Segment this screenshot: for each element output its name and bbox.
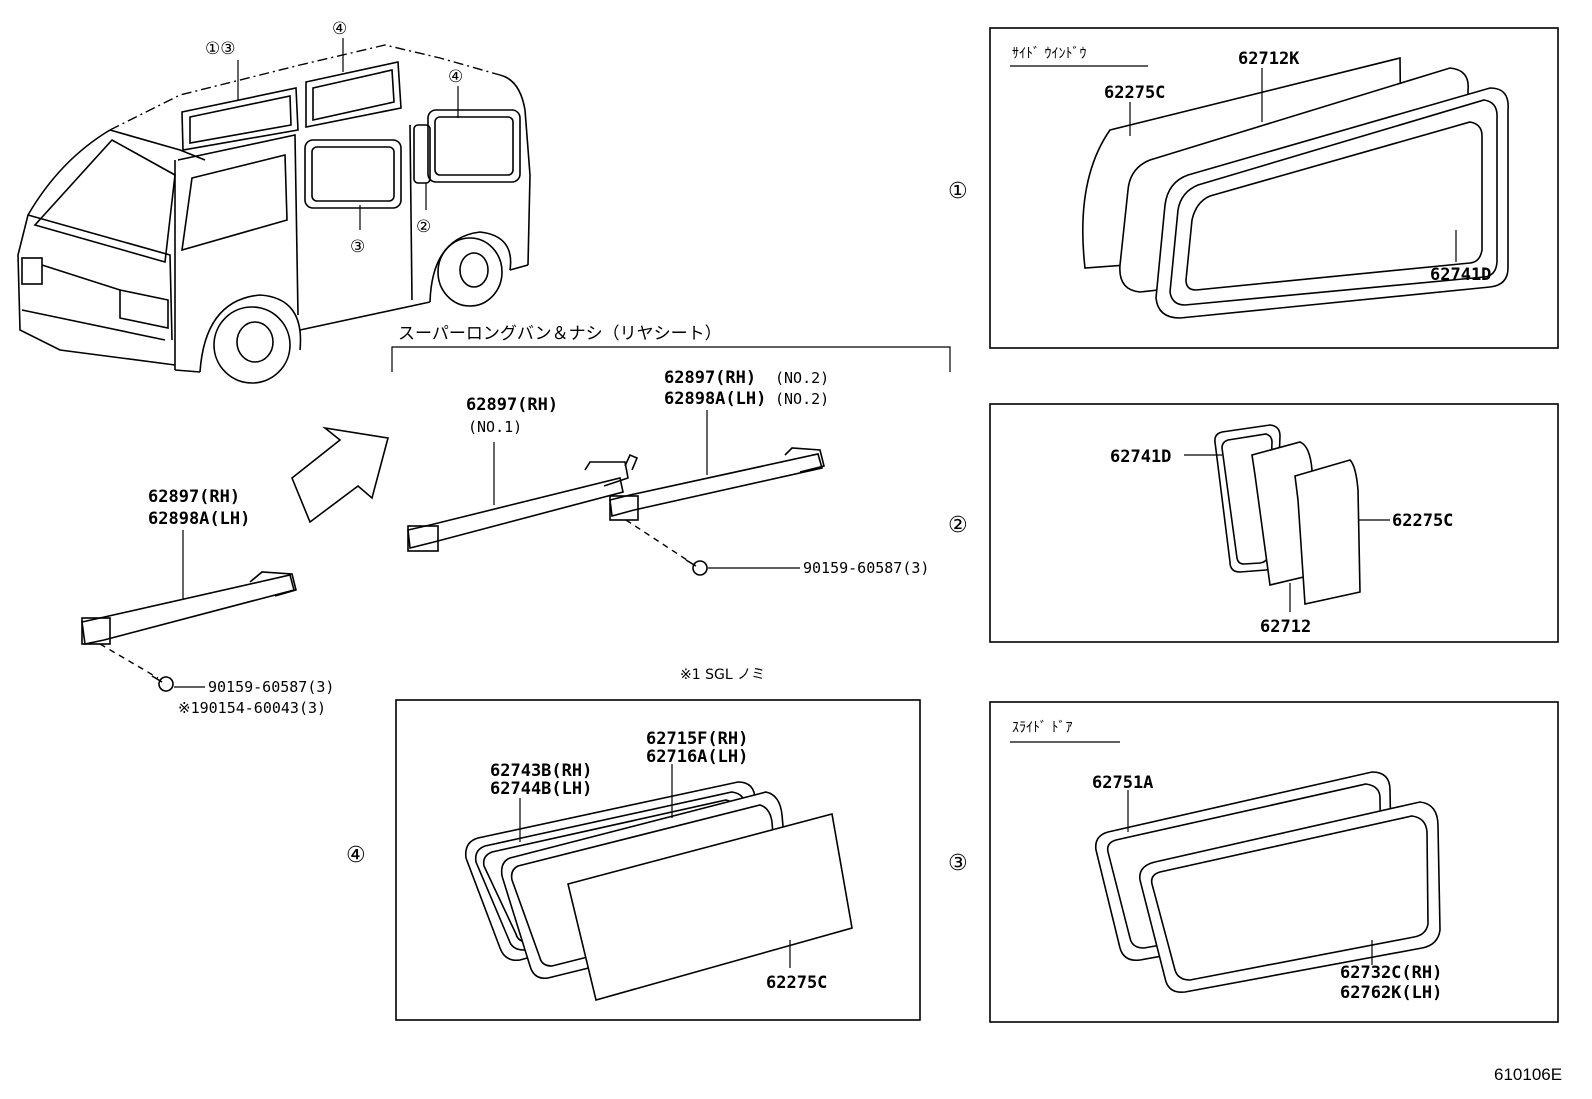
panel-3-slide-door: ｽﾗｲﾄﾞ ﾄﾞｱ ③ 62751A 62732C(RH) 62762K(LH)	[948, 701, 1559, 1023]
panel-1-part-1: 62275C	[1104, 83, 1165, 103]
panel-4-part-3: 62275C	[766, 973, 827, 993]
van-illustration: ①③ ④ ④ ③ ②	[17, 19, 531, 384]
left-bracket-part-lh: 62898A(LH)	[148, 509, 250, 529]
panel-4-part-1-rh: 62743B(RH)	[490, 761, 592, 781]
panel-2-part-2: 62275C	[1392, 511, 1453, 531]
panel-2-frame	[989, 403, 1559, 643]
left-bracket-bolt-alt: ※190154-60043(3)	[178, 699, 326, 717]
no2-note-rh: (NO.2)	[775, 369, 829, 387]
rear-seat-bolt: 90159-60587(3)	[803, 559, 929, 577]
panel-1-part-2: 62712K	[1238, 49, 1300, 69]
panel-2-part-3: 62712	[1260, 617, 1311, 637]
panel-3-frame	[989, 701, 1559, 1023]
van-callout-3: ③	[350, 237, 365, 257]
panel-1-marker: ①	[948, 179, 968, 204]
panel-4-marker: ④	[346, 843, 366, 868]
no2-part-lh: 62898A(LH)	[664, 389, 766, 409]
panel-1-frame	[989, 27, 1559, 349]
no1-note: (NO.1)	[468, 418, 522, 436]
panel-4-part-2-rh: 62715F(RH)	[646, 729, 748, 749]
van-callout-1-3: ①③	[205, 39, 235, 59]
panel-4-frame	[395, 699, 921, 1021]
panel-3-title: ｽﾗｲﾄﾞ ﾄﾞｱ	[1012, 720, 1072, 736]
no2-part-rh: 62897(RH)	[664, 368, 756, 388]
left-bracket-assembly: 62897(RH) 62898A(LH) 90159-60587(3) ※190…	[81, 487, 334, 717]
figure-code: 610106E	[1494, 1065, 1562, 1084]
panel-3-marker: ③	[948, 851, 968, 876]
van-callout-4-roof: ④	[332, 19, 347, 39]
panel-3-part-2-rh: 62732C(RH)	[1340, 963, 1442, 983]
panel-1-part-3: 62741D	[1430, 265, 1491, 285]
panel-4-part-2-lh: 62716A(LH)	[646, 747, 748, 767]
no1-part-label: 62897(RH)	[466, 395, 558, 415]
panel-1-title: ｻｲﾄﾞ ｳｲﾝﾄﾞｳ	[1012, 46, 1086, 62]
panel-3-part-1: 62751A	[1092, 773, 1153, 793]
left-bracket-part-rh: 62897(RH)	[148, 487, 240, 507]
van-callout-4-rear: ④	[448, 67, 463, 87]
panel-4-part-1-lh: 62744B(LH)	[490, 779, 592, 799]
sgl-note: ※1 SGL ノミ	[680, 667, 765, 683]
rear-seat-bracket-group: スーパーロングバン＆ナシ（リヤシート） 62897(RH) (NO.1) 628…	[391, 324, 951, 577]
panel-4-rear-window: ④ 62743B(RH) 62744B(LH) 62715F(RH) 62716…	[346, 699, 921, 1021]
panel-2-part-1: 62741D	[1110, 447, 1171, 467]
panel-2-marker: ②	[948, 513, 968, 538]
panel-3-part-2-lh: 62762K(LH)	[1340, 983, 1442, 1003]
direction-arrow	[291, 426, 390, 524]
left-bracket-bolt: 90159-60587(3)	[208, 678, 334, 696]
no2-note-lh: (NO.2)	[775, 390, 829, 408]
van-callout-2: ②	[416, 217, 431, 237]
panel-1-side-window: ｻｲﾄﾞ ｳｲﾝﾄﾞｳ ① 62275C 62712K 62741D	[948, 27, 1559, 349]
rear-seat-heading: スーパーロングバン＆ナシ（リヤシート）	[398, 324, 722, 344]
panel-2-quarter-window: ② 62741D 62275C 62712	[948, 403, 1559, 643]
